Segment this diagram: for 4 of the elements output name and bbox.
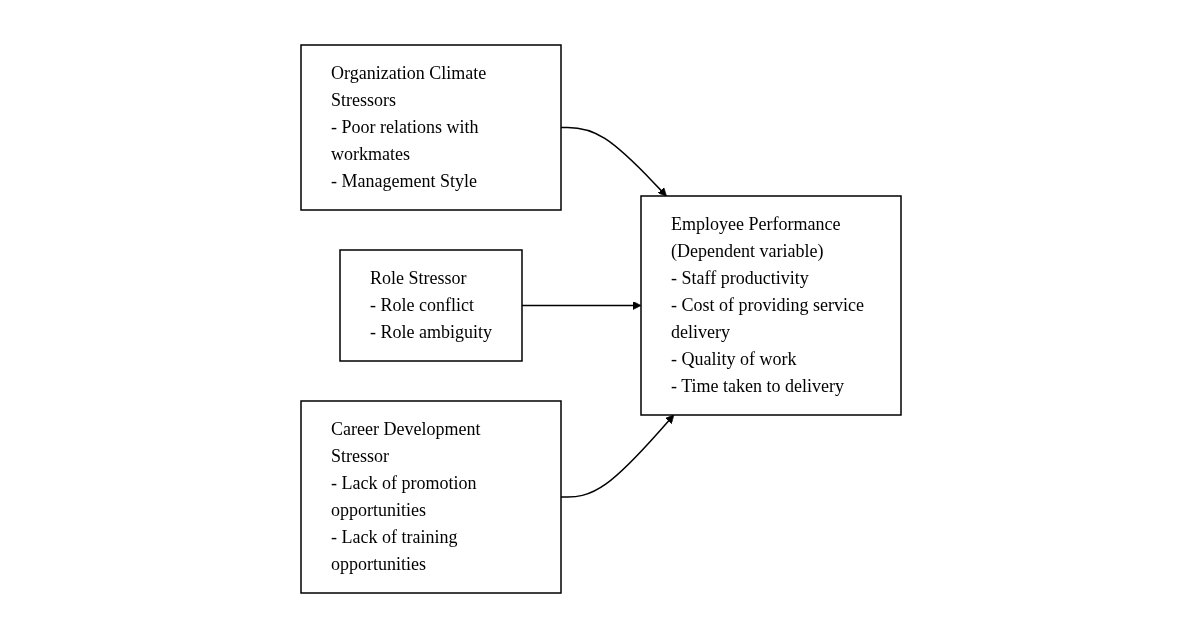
node-box: Role Stressor - Role conflict - Role ambiguity [338, 248, 523, 362]
node-box: Organization Climate Stressors - Poor relations with workmates - Management Style [299, 43, 562, 211]
node-box: Career Development Stressor - Lack of promotion opportunities - Lack of training opportunities [299, 399, 562, 594]
node-box: Employee Performance (Dependent variable) - Staff productivity - Cost of providing service delivery - Quality of work - Time taken to delivery [639, 194, 902, 416]
